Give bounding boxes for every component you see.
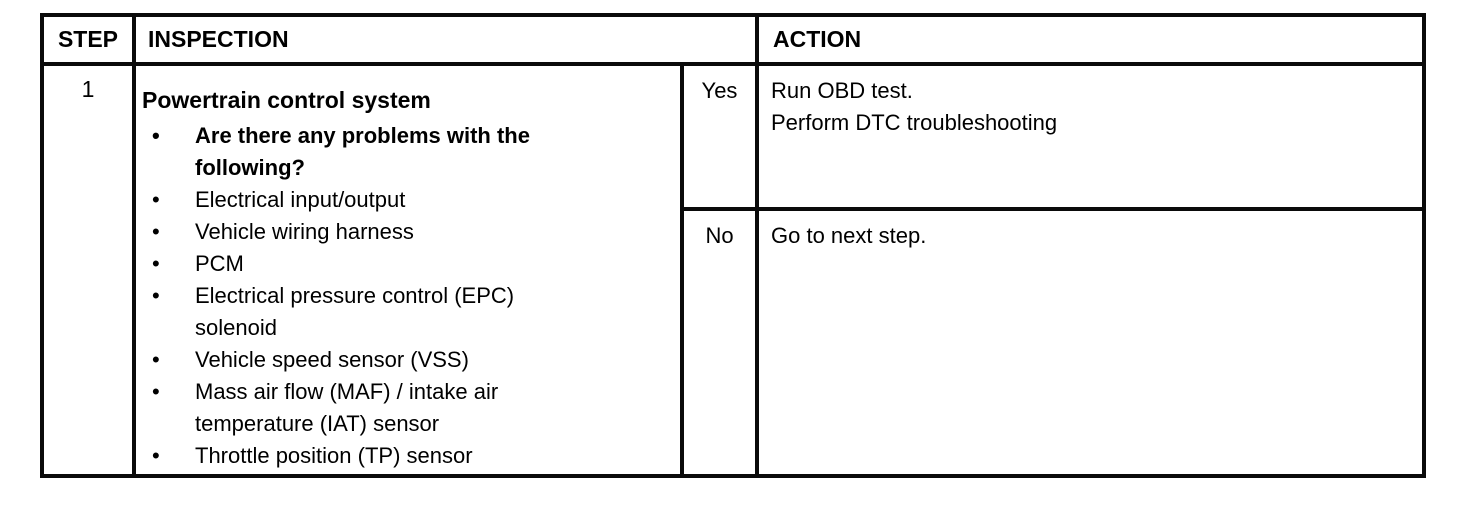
list-item: • Vehicle speed sensor (VSS)	[142, 344, 676, 376]
list-item-line: Mass air flow (MAF) / intake air	[195, 379, 499, 404]
list-item: • PCM	[142, 248, 676, 280]
list-item-line: Are there any problems with the	[195, 123, 530, 148]
list-item-line: Vehicle speed sensor (VSS)	[195, 347, 469, 372]
bullet-icon: •	[152, 443, 160, 468]
list-item-line: Vehicle wiring harness	[195, 219, 414, 244]
action-line: Run OBD test.	[771, 78, 913, 103]
branch-no: No Go to next step.	[684, 211, 1422, 474]
column-header-action: ACTION	[773, 26, 862, 52]
answer-yes-cell: Yes	[684, 66, 759, 207]
action-line: Go to next step.	[771, 223, 927, 248]
list-item-line: Electrical pressure control (EPC)	[195, 283, 515, 308]
list-item-text: Electrical pressure control (EPC) soleno…	[195, 280, 676, 344]
list-item-text: PCM	[195, 248, 676, 280]
list-item-line: temperature (IAT) sensor	[195, 411, 440, 436]
list-item-text: Electrical input/output	[195, 184, 676, 216]
bullet-icon: •	[152, 251, 160, 276]
branches-container: Yes Run OBD test. Perform DTC troublesho…	[684, 66, 1422, 474]
list-item-line: solenoid	[195, 315, 277, 340]
list-item: • Electrical pressure control (EPC) sole…	[142, 280, 676, 344]
inspection-cell: Powertrain control system • Are there an…	[136, 66, 684, 474]
bullet-icon: •	[152, 187, 160, 212]
bullet-icon: •	[152, 219, 160, 244]
column-header-step: STEP	[44, 17, 136, 62]
action-line: Perform DTC troubleshooting	[771, 110, 1058, 135]
column-header-inspection: INSPECTION	[136, 17, 759, 62]
list-item: • Vehicle wiring harness	[142, 216, 676, 248]
answer-no-cell: No	[684, 211, 759, 474]
list-item-line: following?	[195, 155, 305, 180]
list-item: • Are there any problems with the follow…	[142, 120, 676, 184]
list-item-line: PCM	[195, 251, 244, 276]
troubleshooting-table: STEP INSPECTION ACTION 1 Powertrain cont…	[40, 13, 1426, 478]
list-item: • Mass air flow (MAF) / intake air tempe…	[142, 376, 676, 440]
list-item-line: Throttle position (TP) sensor	[195, 443, 473, 468]
list-item-text: Are there any problems with the followin…	[195, 120, 676, 184]
table-header-row: STEP INSPECTION ACTION	[44, 17, 1422, 66]
list-item-text: Mass air flow (MAF) / intake air tempera…	[195, 376, 676, 440]
list-item: • Electrical input/output	[142, 184, 676, 216]
bullet-icon: •	[152, 123, 160, 148]
branch-yes: Yes Run OBD test. Perform DTC troublesho…	[684, 66, 1422, 211]
bullet-icon: •	[152, 347, 160, 372]
action-cell-yes: Run OBD test. Perform DTC troubleshootin…	[759, 66, 1422, 207]
list-item-line: Electrical input/output	[195, 187, 406, 212]
inspection-title: Powertrain control system	[142, 87, 431, 113]
bullet-icon: •	[152, 283, 160, 308]
list-item-text: Vehicle wiring harness	[195, 216, 676, 248]
list-item-text: Vehicle speed sensor (VSS)	[195, 344, 676, 376]
list-item: • Throttle position (TP) sensor	[142, 440, 676, 472]
list-item-text: Throttle position (TP) sensor	[195, 440, 676, 472]
table-row: 1 Powertrain control system • Are there …	[44, 66, 1422, 474]
bullet-icon: •	[152, 379, 160, 404]
action-cell-no: Go to next step.	[759, 211, 1422, 474]
step-number: 1	[44, 66, 136, 474]
